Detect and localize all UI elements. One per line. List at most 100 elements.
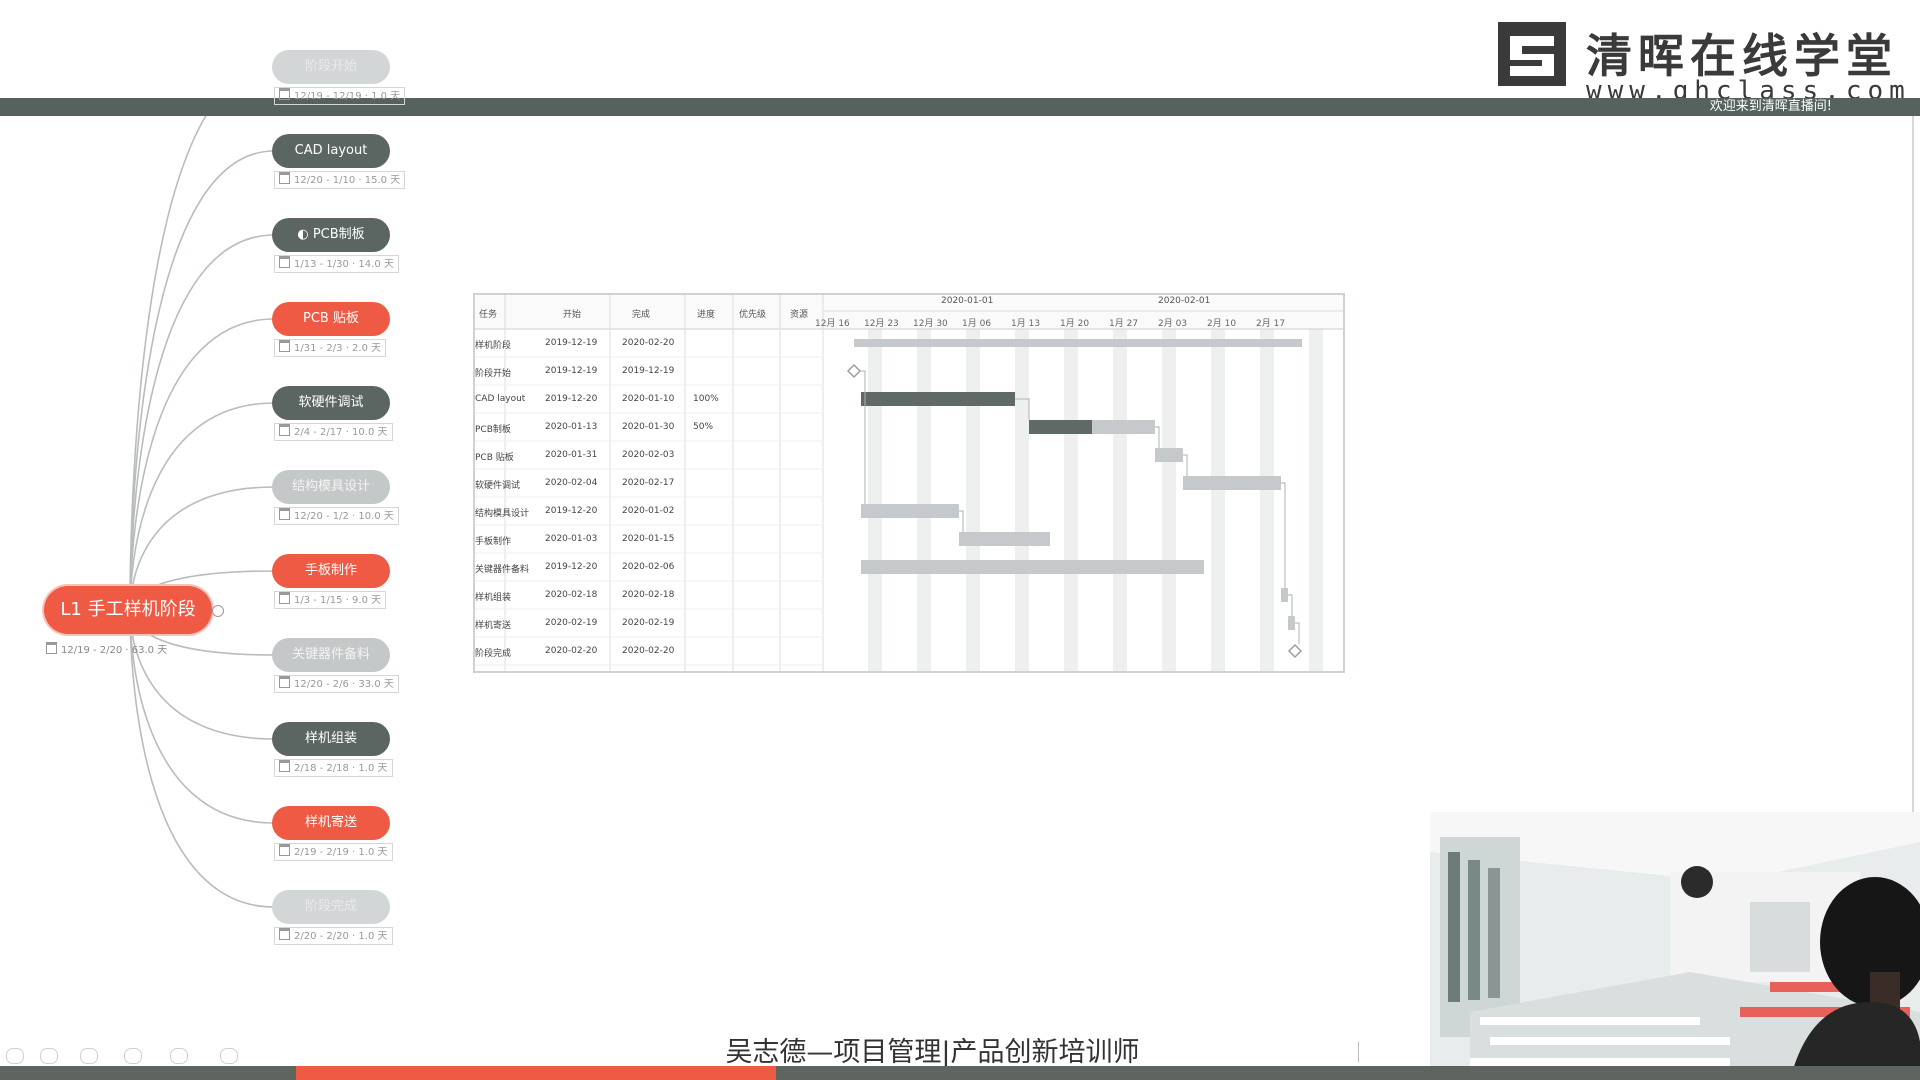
playback-progress-track[interactable] [0,1066,1920,1080]
mind-node[interactable]: CAD layout [272,134,390,168]
gantt-task-bar[interactable] [959,532,1050,546]
gantt-dependency-link [1015,398,1030,420]
weekend-stripe [1022,329,1029,671]
webcam-video [1430,812,1920,1080]
mind-node[interactable]: 关键器件备料 [272,638,390,672]
gantt-dependency-link [1295,622,1300,644]
welcome-text: 欢迎来到清晖直播间! [1709,99,1832,114]
mind-node[interactable]: PCB 贴板 [272,302,390,336]
gantt-cell-task: 关键器件备料 [475,565,530,575]
gantt-grid [475,295,1343,671]
gantt-cell-end: 2020-01-10 [622,394,675,404]
gantt-cell-end: 2020-01-30 [622,422,675,432]
mind-node[interactable]: 样机寄送 [272,806,390,840]
weekend-stripe [1162,329,1169,671]
prev-icon[interactable] [6,1048,24,1064]
mind-node-meta-text: 1/3 - 1/15 · 9.0 天 [294,595,382,606]
root-node[interactable]: L1 手工样机阶段 [44,586,212,634]
calendar-icon [279,256,290,268]
calendar-icon [279,172,290,184]
mind-node[interactable]: 样机组装 [272,722,390,756]
gantt-cell-task: 手板制作 [475,537,512,547]
gantt-cell-start: 2020-01-31 [545,450,598,460]
gantt-milestone[interactable] [846,363,862,379]
mind-node-meta-text: 2/19 - 2/19 · 1.0 天 [294,847,388,858]
gantt-cell-task: 样机组装 [475,593,512,603]
calendar-icon [279,340,290,352]
gantt-cell-start: 2019-12-20 [545,562,598,572]
gantt-cell-end: 2020-02-20 [622,338,675,348]
weekend-stripe [1267,329,1274,671]
gantt-week-label: 1月 06 [962,319,992,329]
gantt-cell-start: 2019-12-20 [545,506,598,516]
gantt-week-label: 12月 16 [815,319,850,329]
gantt-summary-bar[interactable] [854,339,1302,347]
weekend-stripe [1316,329,1323,671]
collapse-handle-icon[interactable] [212,605,224,617]
gantt-task-bar[interactable] [1183,476,1281,490]
mind-node-meta-text: 12/20 - 1/2 · 10.0 天 [294,511,394,522]
calendar-icon [279,676,290,688]
playback-progress-fill [296,1066,776,1080]
gantt-month-label: 2020-01-01 [941,296,994,306]
mind-connector [129,609,275,908]
mind-node-meta-text: 2/4 - 2/17 · 10.0 天 [294,427,388,438]
calendar-icon [279,928,290,940]
gantt-cell-end: 2020-02-19 [622,618,675,628]
gantt-week-label: 1月 13 [1011,319,1041,329]
gantt-cell-start: 2020-02-19 [545,618,598,628]
logo-text: 清晖在线学堂 [1586,29,1898,83]
gantt-task-bar[interactable] [861,560,1204,574]
gantt-cell-start: 2019-12-19 [545,338,598,348]
gantt-dependency-link [861,370,866,504]
mind-node[interactable]: ◐ PCB制板 [272,218,390,252]
gantt-header-priority: 优先级 [739,310,767,320]
zoom-icon[interactable] [170,1048,188,1064]
mind-connector [129,116,207,611]
gantt-header-progress: 进度 [697,310,716,320]
caption-divider [1358,1042,1359,1062]
mind-node[interactable]: 阶段开始 [272,50,390,84]
gantt-cell-progress: 100% [693,394,719,404]
gantt-dependency-link [861,370,866,392]
gantt-task-bar[interactable] [1155,448,1183,462]
weekend-stripe [868,329,875,671]
eraser-icon[interactable] [124,1048,142,1064]
gantt-cell-end: 2019-12-19 [622,366,675,376]
pointer-icon[interactable] [40,1048,58,1064]
calendar-icon [46,642,57,654]
gantt-milestone[interactable] [1287,643,1303,659]
gantt-week-label: 2月 10 [1207,319,1237,329]
weekend-stripe [1169,329,1176,671]
player-toolbar [0,1044,260,1066]
calendar-icon [279,592,290,604]
gantt-cell-task: 阶段开始 [475,369,512,379]
gantt-cell-start: 2020-02-04 [545,478,598,488]
gantt-task-bar[interactable] [1281,588,1288,602]
pen-icon[interactable] [80,1048,98,1064]
weekend-stripe [1218,329,1225,671]
gantt-task-bar[interactable] [1288,616,1295,630]
mind-node[interactable]: 手板制作 [272,554,390,588]
mind-node[interactable]: 软硬件调试 [272,386,390,420]
gantt-cell-end: 2020-02-06 [622,562,675,572]
mind-node-meta: 2/4 - 2/17 · 10.0 天 [274,423,393,441]
mind-node[interactable]: 阶段完成 [272,890,390,924]
more-icon[interactable] [220,1048,238,1064]
root-node-meta: 12/19 - 2/20 · 63.0 天 [46,641,167,656]
gantt-header-end: 完成 [632,310,651,320]
gantt-cell-task: 样机阶段 [475,341,512,351]
gantt-header-start: 开始 [563,310,582,320]
presenter-caption: 吴志德—项目管理|产品创新培训师 [725,1037,1140,1068]
gantt-cell-task: 样机寄送 [475,621,512,631]
calendar-icon [279,844,290,856]
mind-node-meta: 2/20 - 2/20 · 1.0 天 [274,927,393,945]
gantt-task-bar[interactable] [861,504,959,518]
mind-node-meta-text: 1/13 - 1/30 · 14.0 天 [294,259,394,270]
gantt-cell-start: 2020-02-18 [545,590,598,600]
gantt-progress-fill [1029,420,1092,434]
mind-node[interactable]: 结构模具设计 [272,470,390,504]
weekend-stripe [875,329,882,671]
gantt-header-resource: 资源 [790,310,809,320]
gantt-cell-end: 2020-02-03 [622,450,675,460]
